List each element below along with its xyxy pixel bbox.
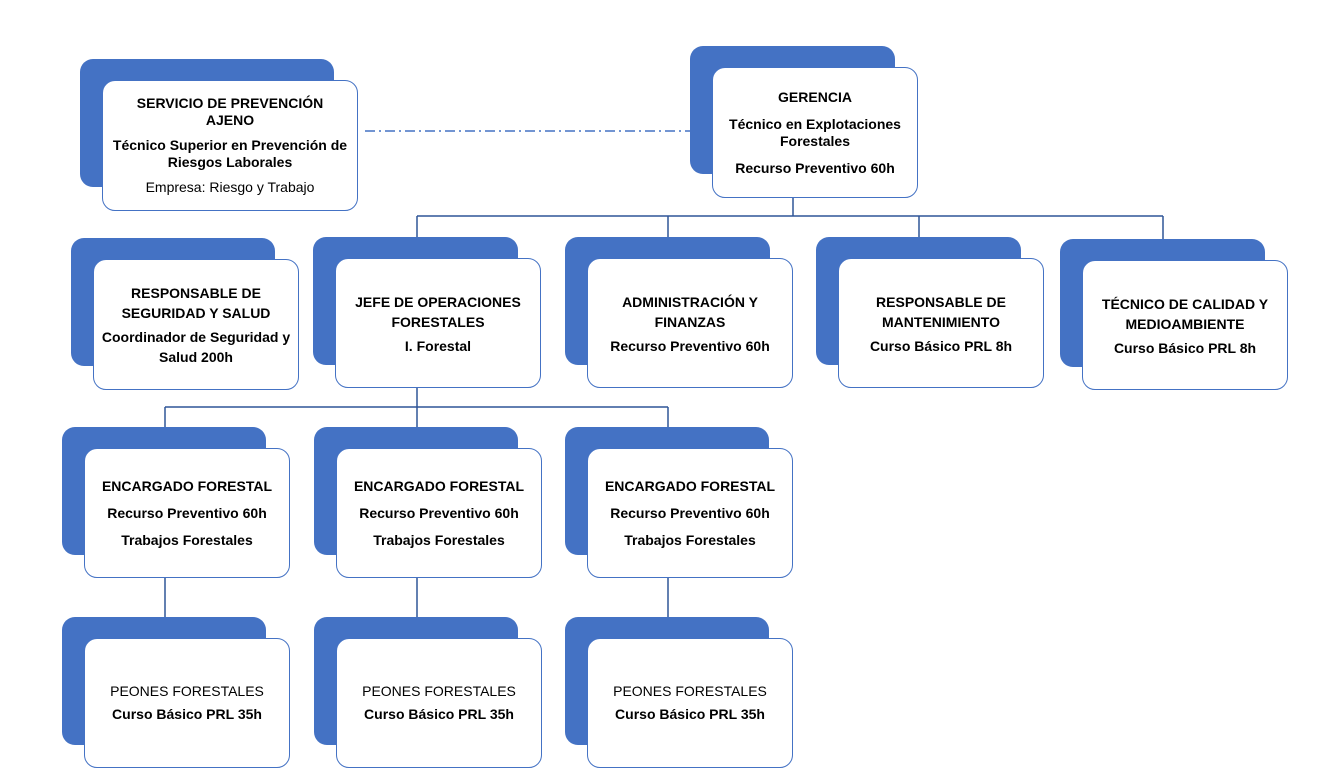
node-title: JEFE DE OPERACIONES FORESTALES xyxy=(355,293,521,330)
node-training: Curso Básico PRL 8h xyxy=(1113,339,1257,356)
node-training: Recurso Preventivo 60h xyxy=(735,159,895,176)
node-title: ENCARGADO FORESTAL xyxy=(101,477,273,494)
node-company: Empresa: Riesgo y Trabajo xyxy=(145,179,315,195)
node-detail: Trabajos Forestales xyxy=(373,531,505,548)
node-training: Recurso Preventivo 60h xyxy=(610,337,770,354)
node-detail: I. Forestal xyxy=(404,337,472,354)
node-title: ENCARGADO FORESTAL xyxy=(353,477,525,494)
node-title: ENCARGADO FORESTAL xyxy=(604,477,776,494)
node-detail: Técnico en Explotaciones Forestales xyxy=(729,115,901,149)
node-title: RESPONSABLE DE MANTENIMIENTO xyxy=(876,293,1006,330)
node-training: Recurso Preventivo 60h xyxy=(107,504,267,521)
node-detail: Técnico Superior en Prevención de Riesgo… xyxy=(112,137,348,170)
node-title: SERVICIO DE PREVENCIÓN AJENO xyxy=(136,95,324,128)
node-training: Curso Básico PRL 35h xyxy=(364,706,514,722)
node-training: Recurso Preventivo 60h xyxy=(610,504,770,521)
node-training: Coordinador de Seguridad y Salud 200h xyxy=(101,328,291,365)
node-title: ADMINISTRACIÓN Y FINANZAS xyxy=(622,293,758,330)
node-detail: Trabajos Forestales xyxy=(121,531,253,548)
node-title: PEONES FORESTALES xyxy=(110,683,264,699)
node-title: TÉCNICO DE CALIDAD Y MEDIOAMBIENTE xyxy=(1101,295,1269,332)
node-title: RESPONSABLE DE SEGURIDAD Y SALUD xyxy=(121,284,271,321)
node-training: Curso Básico PRL 35h xyxy=(112,706,262,722)
node-training: Curso Básico PRL 8h xyxy=(869,337,1013,354)
node-training: Curso Básico PRL 35h xyxy=(615,706,765,722)
node-training: Recurso Preventivo 60h xyxy=(359,504,519,521)
node-detail: Trabajos Forestales xyxy=(624,531,756,548)
node-title: GERENCIA xyxy=(778,88,852,105)
node-title: PEONES FORESTALES xyxy=(613,683,767,699)
node-title: PEONES FORESTALES xyxy=(362,683,516,699)
